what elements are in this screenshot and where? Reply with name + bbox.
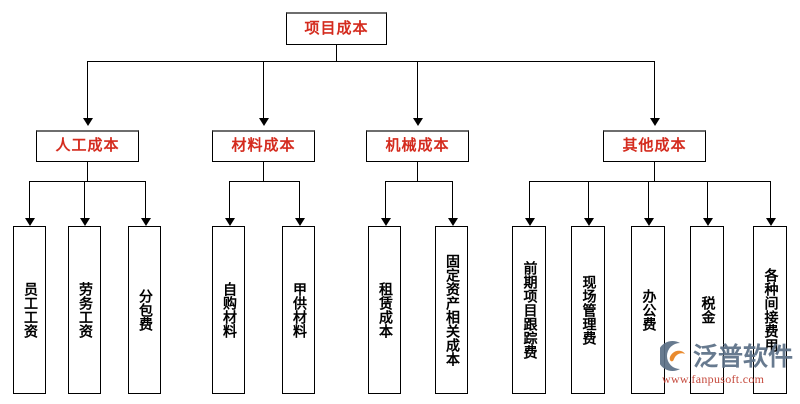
connector-drop-machinery [417, 61, 418, 118]
leaf-label: 各种间接费用 [762, 268, 778, 352]
node-other-cost[interactable]: 其他成本 [603, 130, 706, 162]
leaf-label: 固定资产相关成本 [444, 254, 460, 366]
leaf-fixed-asset-cost[interactable]: 固定资产相关成本 [435, 226, 468, 394]
leaf-label: 劳务工资 [77, 282, 93, 338]
connector-labor-stem [87, 162, 88, 181]
connector-drop-other [654, 61, 655, 118]
arrowhead-machinery [413, 118, 423, 126]
leaf-label: 前期项目跟踪费 [521, 261, 537, 359]
connector-other-leaf3 [648, 181, 649, 218]
arrowhead-leaf-subcontract [141, 218, 151, 226]
arrowhead-leaf-early-tracking [525, 218, 535, 226]
node-labor-cost[interactable]: 人工成本 [36, 130, 139, 162]
arrowhead-leaf-fixed-asset [448, 218, 458, 226]
leaf-tax[interactable]: 税金 [690, 226, 724, 394]
leaf-label: 员工工资 [22, 282, 38, 338]
connector-other-leaf1 [529, 181, 530, 218]
connector-other-leaf4 [707, 181, 708, 218]
connector-level2-bus [87, 61, 654, 62]
leaf-label: 现场管理费 [580, 275, 596, 345]
connector-other-bus [529, 181, 770, 182]
node-label: 材料成本 [231, 138, 296, 154]
leaf-label: 租赁成本 [377, 282, 393, 338]
arrowhead-leaf-self-purchased [225, 218, 235, 226]
leaf-label: 税金 [699, 296, 715, 324]
leaf-label: 办公费 [640, 289, 656, 331]
connector-labor-leaf2 [84, 181, 85, 218]
connector-other-stem [654, 162, 655, 181]
connector-material-stem [263, 162, 264, 181]
connector-material-leaf2 [299, 181, 300, 218]
leaf-labor-wage[interactable]: 劳务工资 [68, 226, 101, 394]
connector-machinery-bus [385, 181, 452, 182]
node-label: 人工成本 [55, 138, 120, 154]
arrowhead-material [259, 118, 269, 126]
arrowhead-leaf-office [644, 218, 654, 226]
connector-other-leaf5 [770, 181, 771, 218]
leaf-early-project-tracking-fee[interactable]: 前期项目跟踪费 [512, 226, 546, 394]
leaf-owner-supplied-material[interactable]: 甲供材料 [282, 226, 315, 394]
arrowhead-leaf-labor-wage [80, 218, 90, 226]
node-machinery-cost[interactable]: 机械成本 [366, 130, 469, 162]
connector-material-leaf1 [229, 181, 230, 218]
node-label: 机械成本 [385, 138, 450, 154]
connector-labor-leaf1 [29, 181, 30, 218]
leaf-self-purchased-material[interactable]: 自购材料 [212, 226, 245, 394]
connector-machinery-stem [417, 162, 418, 181]
connector-machinery-leaf1 [385, 181, 386, 218]
arrowhead-leaf-tax [703, 218, 713, 226]
leaf-label: 自购材料 [221, 282, 237, 338]
leaf-office-expense[interactable]: 办公费 [631, 226, 665, 394]
connector-other-leaf2 [588, 181, 589, 218]
leaf-leasing-cost[interactable]: 租赁成本 [368, 226, 401, 394]
arrowhead-labor [83, 118, 93, 126]
arrowhead-leaf-employee-wage [25, 218, 35, 226]
arrowhead-other [650, 118, 660, 126]
connector-drop-labor [87, 61, 88, 118]
connector-drop-material [263, 61, 264, 118]
arrowhead-leaf-indirect [766, 218, 776, 226]
leaf-indirect-expenses[interactable]: 各种间接费用 [753, 226, 787, 394]
connector-labor-bus [29, 181, 145, 182]
leaf-employee-wage[interactable]: 员工工资 [13, 226, 46, 394]
arrowhead-leaf-owner-supplied [295, 218, 305, 226]
connector-labor-leaf3 [145, 181, 146, 218]
node-label: 其他成本 [622, 138, 687, 154]
leaf-label: 分包费 [137, 289, 153, 331]
leaf-subcontract-fee[interactable]: 分包费 [128, 226, 161, 394]
connector-machinery-leaf2 [452, 181, 453, 218]
arrowhead-leaf-site-management [584, 218, 594, 226]
connector-root-stem [336, 45, 337, 61]
leaf-label: 甲供材料 [291, 282, 307, 338]
node-label: 项目成本 [304, 20, 369, 37]
connector-material-bus [229, 181, 299, 182]
node-root-project-cost[interactable]: 项目成本 [286, 12, 387, 45]
leaf-site-management-fee[interactable]: 现场管理费 [571, 226, 605, 394]
node-material-cost[interactable]: 材料成本 [212, 130, 315, 162]
arrowhead-leaf-leasing [381, 218, 391, 226]
